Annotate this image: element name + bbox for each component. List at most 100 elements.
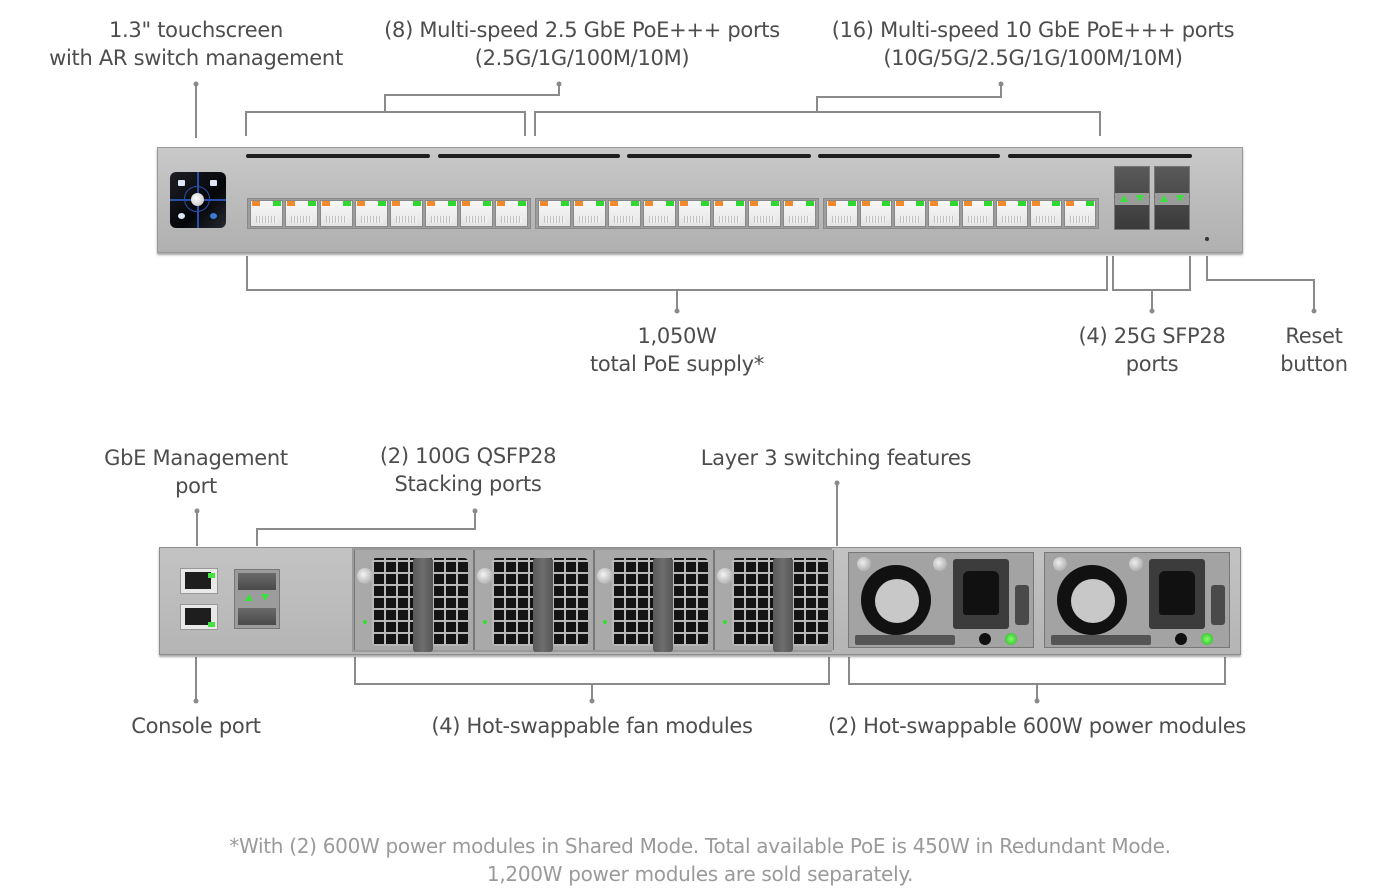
poe-led [252, 201, 260, 206]
qsfp28-ports[interactable] [234, 569, 280, 629]
port-pins [684, 216, 705, 223]
ac-inlet[interactable] [953, 559, 1009, 629]
psu-latch[interactable] [1015, 585, 1029, 625]
rj45-port[interactable] [573, 200, 606, 227]
rj45-port[interactable] [894, 200, 926, 227]
link-led-icon [261, 594, 269, 601]
link-led [631, 201, 639, 206]
rj45-port[interactable] [860, 200, 892, 227]
vent-slot [627, 154, 811, 158]
port-pins [900, 216, 920, 223]
poe-led [715, 201, 723, 206]
rj45-port[interactable] [608, 200, 641, 227]
sfp28-cage[interactable] [1114, 166, 1150, 230]
psu-status-led [1005, 633, 1017, 645]
port-pins [1036, 216, 1056, 223]
poe-led [357, 201, 365, 206]
label-line: 1,050W [637, 324, 717, 348]
fan-handle[interactable] [533, 558, 553, 652]
rj45-port[interactable] [996, 200, 1028, 227]
fan-handle[interactable] [413, 558, 433, 652]
bracket-sfp28 [1112, 256, 1191, 291]
poe-led [1032, 201, 1040, 206]
leader-reset [1206, 256, 1315, 310]
port-pins [866, 216, 886, 223]
port-pins [256, 216, 277, 223]
dot-sfp28 [1149, 308, 1155, 314]
fan-module[interactable] [594, 550, 714, 652]
power-module[interactable] [848, 552, 1034, 648]
console-port[interactable] [180, 604, 218, 630]
port-pins [326, 216, 347, 223]
rj45-port[interactable] [495, 200, 528, 227]
bracket-2-5g [245, 111, 526, 136]
label-line: (2) Hot-swappable 600W power modules [827, 714, 1247, 738]
reset-button[interactable] [1205, 237, 1209, 241]
link-led [736, 201, 744, 206]
fan-module[interactable] [714, 550, 834, 652]
label-line: Stacking ports [394, 472, 542, 496]
rj45-port[interactable] [538, 200, 571, 227]
rj45-port[interactable] [826, 200, 858, 227]
fan-handle[interactable] [773, 558, 793, 652]
rj45-port[interactable] [928, 200, 960, 227]
screen-center-button[interactable] [191, 193, 204, 206]
psu-status-led [1201, 633, 1213, 645]
footnote-line: 1,200W power modules are sold separately… [486, 862, 914, 886]
label-layer3: Layer 3 switching features [686, 444, 986, 472]
dot-2-5g [556, 81, 562, 87]
label-line: (16) Multi-speed 10 GbE PoE+++ ports [831, 18, 1235, 42]
touchscreen[interactable] [170, 172, 226, 228]
rj45-port[interactable] [748, 200, 781, 227]
touchscreen-dot [193, 81, 199, 87]
poe-led [964, 201, 972, 206]
link-led [984, 201, 992, 206]
psu-handle[interactable] [855, 635, 955, 645]
power-module[interactable] [1044, 552, 1230, 648]
link-led [1086, 201, 1094, 206]
psu-handle[interactable] [1051, 635, 1151, 645]
label-line: port [175, 474, 217, 498]
dot-fans [589, 698, 595, 704]
fan-handle[interactable] [653, 558, 673, 652]
port-pins [291, 216, 312, 223]
rj45-port[interactable] [390, 200, 423, 227]
label-mgmt-port: GbE Management port [96, 444, 296, 500]
rj45-port[interactable] [1030, 200, 1062, 227]
rj45-port[interactable] [962, 200, 994, 227]
psu-latch[interactable] [1211, 585, 1225, 625]
fan-status-led [723, 620, 727, 624]
label-line: (2) 100G QSFP28 [379, 444, 557, 468]
rj45-port[interactable] [678, 200, 711, 227]
fan-module[interactable] [354, 550, 474, 652]
footnote-line: *With (2) 600W power modules in Shared M… [229, 834, 1171, 858]
port-pins [649, 216, 670, 223]
label-line: GbE Management [104, 446, 288, 470]
rj45-port[interactable] [425, 200, 458, 227]
screw-icon [597, 568, 613, 584]
port-pins [1002, 216, 1022, 223]
link-led-icon [1160, 195, 1168, 202]
link-led [771, 201, 779, 206]
rj45-port[interactable] [460, 200, 493, 227]
poe-led [392, 201, 400, 206]
rj45-port[interactable] [285, 200, 318, 227]
rj45-port[interactable] [643, 200, 676, 227]
rj45-port[interactable] [713, 200, 746, 227]
rj45-port[interactable] [1064, 200, 1096, 227]
ac-inlet[interactable] [1149, 559, 1205, 629]
poe-led [750, 201, 758, 206]
link-led [413, 201, 421, 206]
sfp28-cage[interactable] [1154, 166, 1190, 230]
link-led [518, 201, 526, 206]
screw-icon [717, 568, 733, 584]
rj45-port[interactable] [783, 200, 816, 227]
fan-module[interactable] [474, 550, 594, 652]
leader-10g [816, 84, 1002, 112]
label-line: button [1280, 352, 1348, 376]
poe-led [998, 201, 1006, 206]
rj45-port[interactable] [355, 200, 388, 227]
rj45-port[interactable] [250, 200, 283, 227]
rj45-port[interactable] [320, 200, 353, 227]
mgmt-port[interactable] [180, 568, 218, 594]
